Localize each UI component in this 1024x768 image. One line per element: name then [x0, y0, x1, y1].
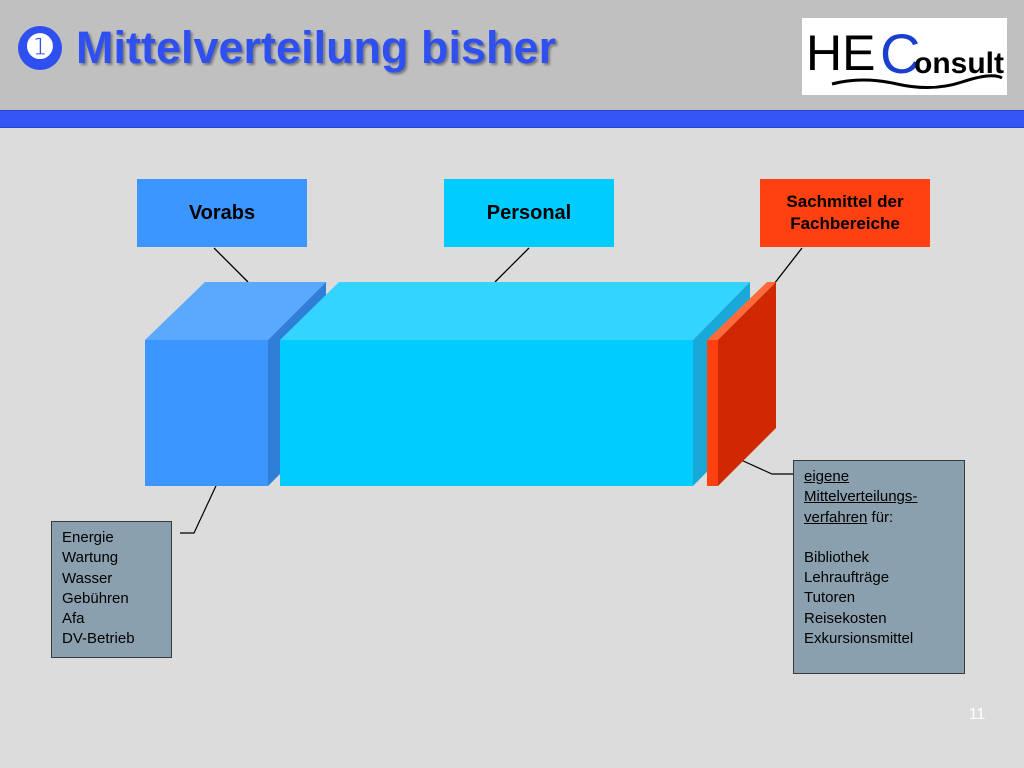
note-sachmittel-item: Lehraufträge — [804, 569, 890, 587]
logo-graphic: HE C onsult — [806, 22, 1004, 90]
logo-he: HE — [806, 25, 875, 81]
connector-sachmittel — [773, 247, 803, 285]
logo-c: C — [880, 22, 920, 85]
note-sachmittel-heading-3-rest: für: — [867, 508, 894, 526]
page-number: 11 — [968, 706, 986, 723]
label-personal-text: Personal — [486, 201, 572, 224]
label-sachmittel-line1: Sachmittel der — [786, 192, 904, 211]
label-personal: Personal — [444, 179, 614, 247]
note-sachmittel-item: Reisekosten — [804, 609, 887, 627]
connector-personal — [494, 247, 530, 283]
label-vorabs-text: Vorabs — [188, 201, 256, 224]
heconsult-logo: HE C onsult — [802, 18, 1007, 95]
note-vorabs-item: Gebühren — [62, 589, 129, 607]
note-sachmittel-heading-2: Mittelverteilungs- — [804, 488, 918, 506]
note-vorabs-item: Wartung — [62, 549, 119, 567]
note-sachmittel-heading-3-underlined: verfahren — [804, 508, 868, 526]
note-vorabs-item: Energie — [62, 529, 114, 546]
slide-title-text: Mittelverteilung bisher — [76, 22, 557, 73]
note-sachmittel-heading-1: eigene — [804, 468, 850, 485]
slide-title: ➊ Mittelverteilung bisher — [18, 22, 556, 74]
note-vorabs: Energie Wartung Wasser Gebühren Afa DV-B… — [51, 521, 172, 658]
slide-header: ➊ Mittelverteilung bisher HE C onsult — [0, 0, 1024, 110]
note-sachmittel-item: Exkursionsmittel — [804, 630, 914, 648]
note-vorabs-item: Afa — [62, 610, 85, 628]
note-sachmittel: eigene Mittelverteilungs- verfahren für:… — [793, 460, 965, 674]
note-spacer — [804, 528, 954, 548]
note-vorabs-item: DV-Betrieb — [62, 630, 135, 648]
block-sachmittel — [707, 282, 776, 486]
note-sachmittel-heading-3: verfahren für: — [804, 508, 954, 528]
note-vorabs-item: Wasser — [62, 569, 113, 587]
block-personal — [280, 282, 750, 486]
note-sachmittel-item: Tutoren — [804, 589, 856, 607]
title-number-icon: ➊ — [18, 26, 62, 70]
label-sachmittel-line2: Fachbereiche — [790, 214, 900, 233]
connector-sachmittel-note — [729, 454, 793, 475]
note-sachmittel-item: Bibliothek — [804, 548, 870, 566]
connector-vorabs — [213, 247, 249, 283]
label-sachmittel: Sachmittel der Fachbereiche — [760, 179, 930, 247]
header-divider-bar — [0, 110, 1024, 128]
logo-wave — [831, 74, 1003, 90]
label-vorabs: Vorabs — [137, 179, 307, 247]
